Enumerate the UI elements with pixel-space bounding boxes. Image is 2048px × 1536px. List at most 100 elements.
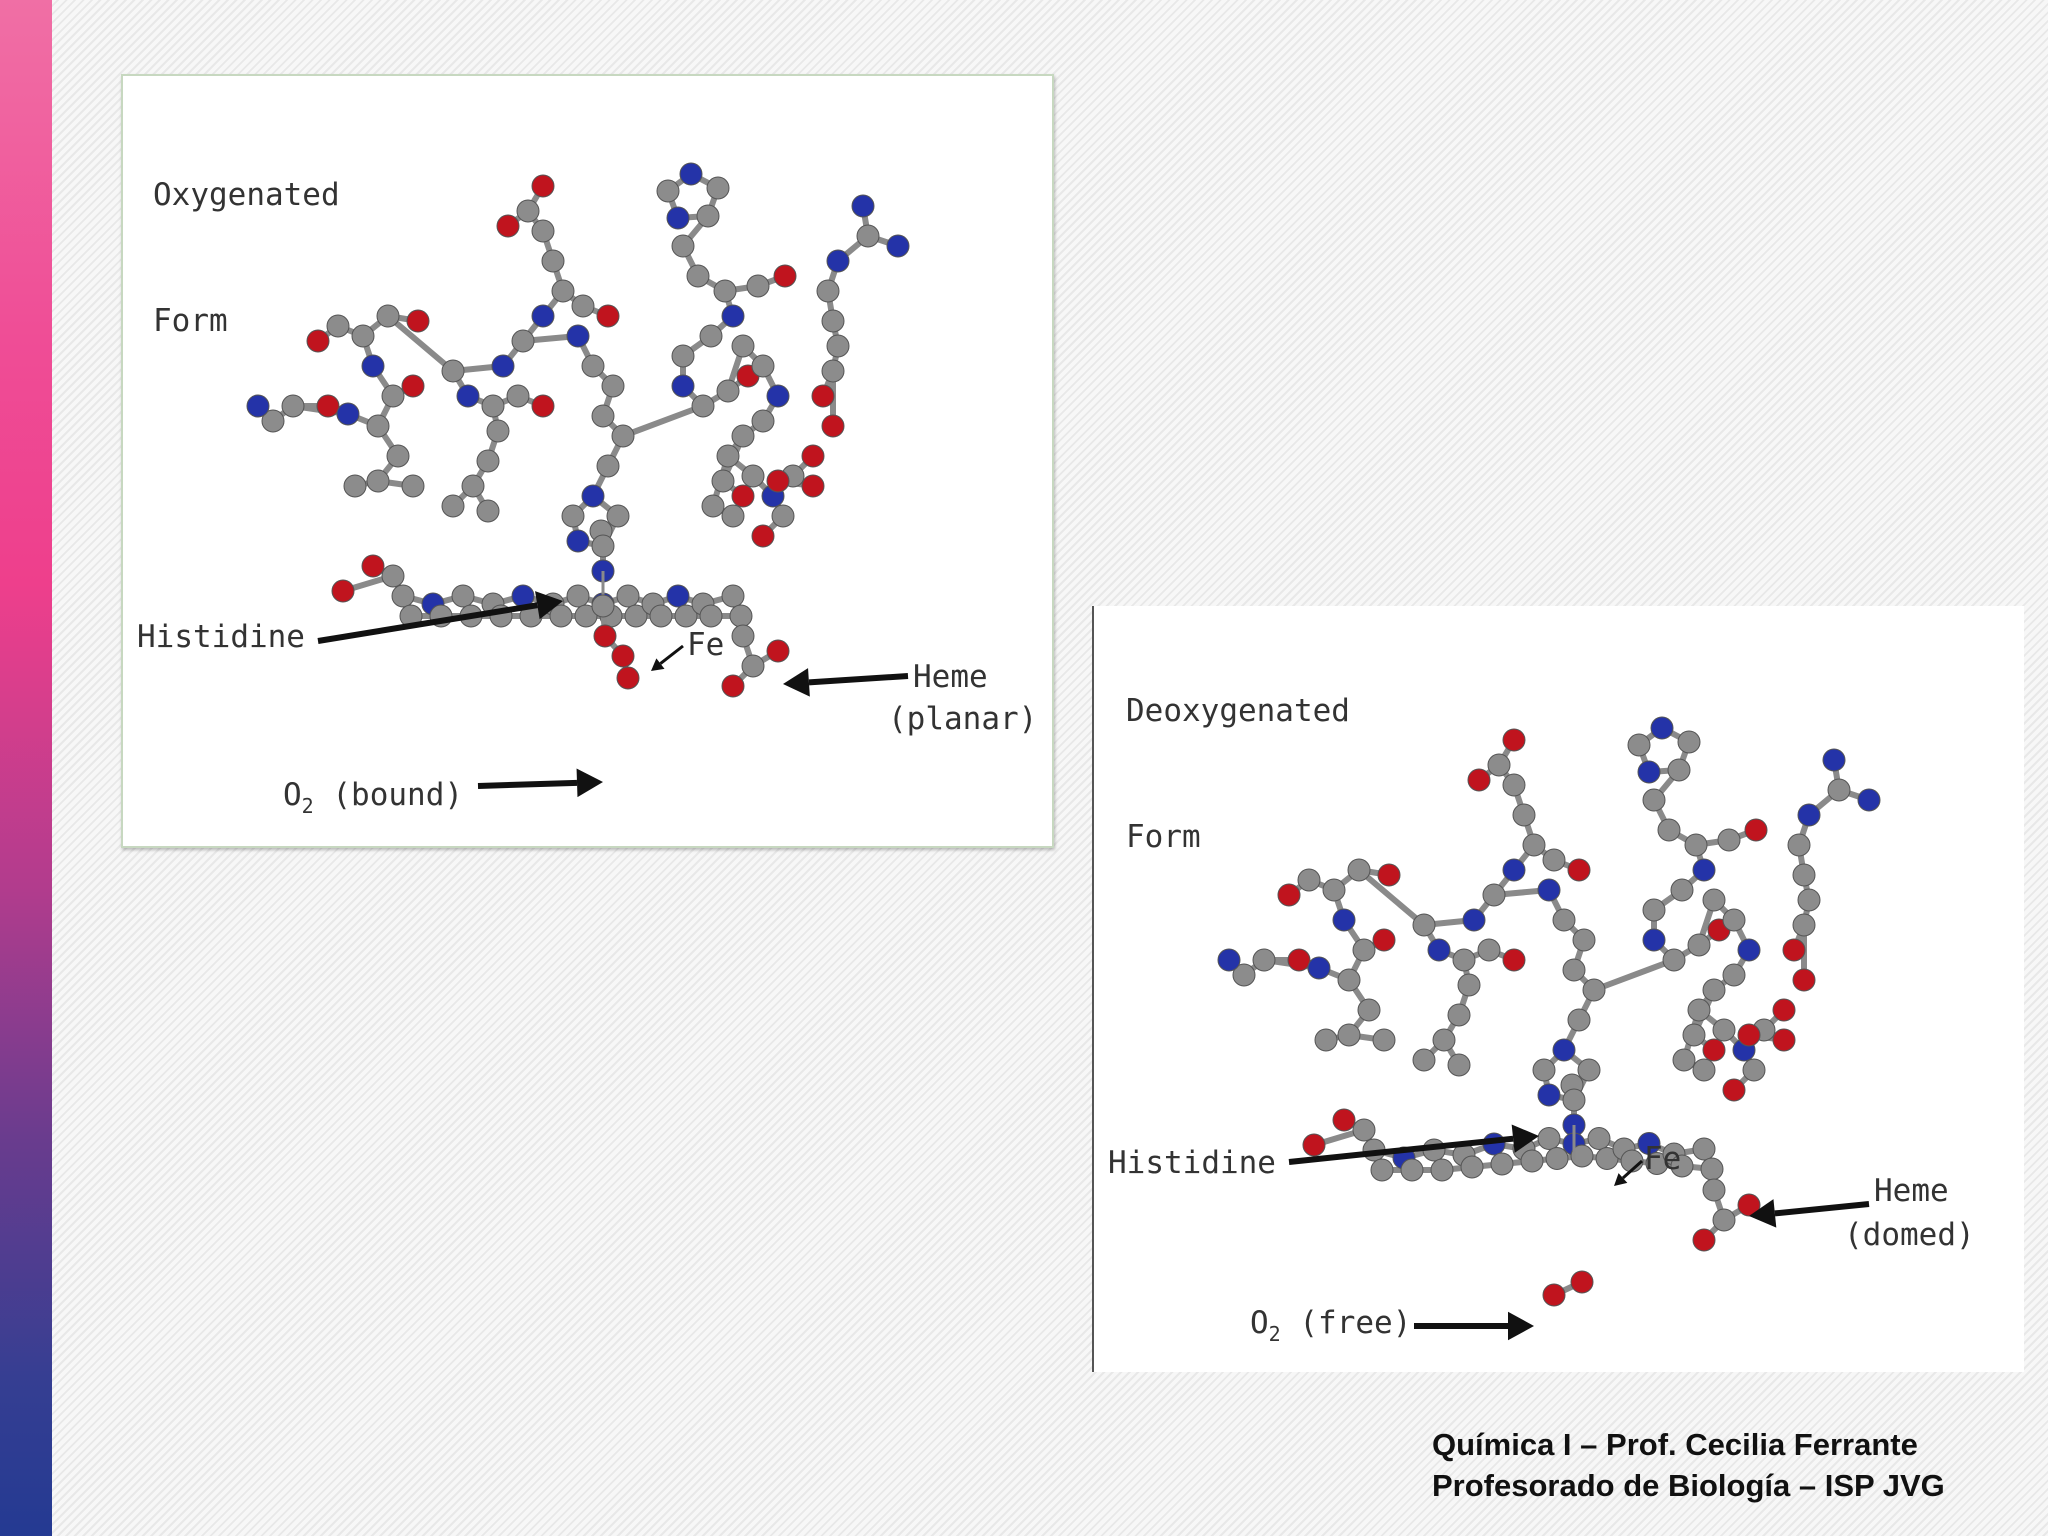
carbon-atom <box>1232 963 1256 987</box>
carbon-atom <box>1400 1158 1424 1182</box>
carbon-atom <box>1670 878 1694 902</box>
heme-arrow-head <box>783 668 810 697</box>
carbon-atom <box>1562 958 1586 982</box>
carbon-atom <box>1337 968 1361 992</box>
carbon-atom <box>596 454 620 478</box>
carbon-atom <box>671 344 695 368</box>
nitrogen-atom <box>531 304 555 328</box>
nitrogen-atom <box>666 584 690 608</box>
oxygen-atom <box>751 524 775 548</box>
carbon-atom <box>624 604 648 628</box>
fe-label: Fe <box>1644 1141 1682 1177</box>
bond <box>1356 867 1427 928</box>
carbon-atom <box>476 499 500 523</box>
oxygen-atom <box>1570 1270 1594 1294</box>
nitrogen-atom <box>1637 1132 1661 1155</box>
atom-group <box>1542 1270 1594 1307</box>
carbon-atom <box>1337 1023 1361 1047</box>
nitrogen-atom <box>671 374 695 398</box>
nitrogen-atom <box>1502 858 1526 882</box>
heme-label: Heme <box>1874 1173 1949 1209</box>
carbon-atom <box>1677 730 1701 754</box>
oxygen-atom <box>306 329 330 353</box>
heme-arrow <box>1774 1201 1870 1217</box>
oxygen-atom <box>331 579 355 603</box>
carbon-atom <box>1700 1157 1724 1181</box>
carbon-atom <box>326 314 350 338</box>
bond <box>385 313 456 374</box>
nitrogen-atom <box>1692 858 1716 882</box>
oxygen-atom <box>531 394 555 418</box>
carbon-atom <box>571 294 595 318</box>
oxygen-atom <box>1567 858 1591 882</box>
carbon-atom <box>1667 758 1691 782</box>
carbon-atom <box>1502 773 1526 797</box>
carbon-atom <box>1742 1058 1766 1082</box>
o2-arrow <box>477 779 578 789</box>
fe-label: Fe <box>687 627 725 663</box>
fe-arrow-head <box>651 658 665 671</box>
carbon-atom <box>699 604 723 628</box>
carbon-atom <box>281 394 305 418</box>
carbon-atom <box>1487 753 1511 777</box>
carbon-atom <box>541 249 565 273</box>
nitrogen-atom <box>246 394 270 418</box>
carbon-atom <box>1482 883 1506 907</box>
histidine-arrow <box>1288 1135 1514 1165</box>
carbon-atom <box>1792 863 1816 887</box>
oxygen-atom <box>1502 728 1526 752</box>
o2-arrow-head <box>1508 1311 1534 1341</box>
carbon-atom <box>1572 928 1596 952</box>
carbon-atom <box>686 264 710 288</box>
carbon-atom <box>1352 938 1376 962</box>
carbon-atom <box>1682 1023 1706 1047</box>
oxygen-atom <box>1542 1283 1566 1307</box>
nitrogen-atom <box>1637 760 1661 784</box>
carbon-atom <box>731 424 755 448</box>
carbon-atom <box>1252 948 1276 972</box>
carbon-atom <box>746 274 770 298</box>
carbon-atom <box>1717 828 1741 852</box>
carbon-atom <box>656 179 680 203</box>
carbon-atom <box>1532 1058 1556 1082</box>
carbon-atom <box>1314 1028 1338 1052</box>
carbon-atom <box>606 504 630 528</box>
oxygen-atom <box>721 674 745 698</box>
oxygen-atom <box>1772 998 1796 1022</box>
heme-arrow-head <box>1749 1199 1777 1228</box>
fe-arrow <box>659 644 684 665</box>
carbon-atom <box>731 334 755 358</box>
oxygenated-title: Oxygenated Form <box>153 177 340 339</box>
carbon-atom <box>611 424 635 448</box>
carbon-atom <box>1522 833 1546 857</box>
nitrogen-atom <box>491 354 515 378</box>
carbon-atom <box>741 464 765 488</box>
carbon-atom <box>771 504 795 528</box>
oxygen-atom <box>496 214 520 238</box>
carbon-atom <box>856 224 880 248</box>
carbon-atom <box>751 354 775 378</box>
carbon-atom <box>713 279 737 303</box>
carbon-atom <box>1552 908 1576 932</box>
carbon-atom <box>1712 1208 1736 1232</box>
carbon-atom <box>1702 1178 1726 1202</box>
deoxygenated-title: Deoxygenated Form <box>1126 693 1350 855</box>
carbon-atom <box>1545 1147 1569 1170</box>
carbon-atom <box>561 504 585 528</box>
carbon-atom <box>1787 833 1811 857</box>
nitrogen-atom <box>1822 748 1846 772</box>
deoxygenated-molecule-model <box>1217 716 1881 1341</box>
carbon-atom <box>1662 948 1686 972</box>
oxygen-atom <box>401 374 425 398</box>
nitrogen-atom <box>1462 908 1486 932</box>
oxygenated-molecule-model <box>246 162 910 798</box>
nitrogen-atom <box>361 354 385 378</box>
oxygen-atom <box>766 639 790 663</box>
carbon-atom <box>1372 1028 1396 1052</box>
carbon-atom <box>1562 1088 1586 1112</box>
heme-state-label: (domed) <box>1844 1217 1975 1253</box>
carbon-atom <box>674 604 698 628</box>
carbon-atom <box>1792 913 1816 937</box>
oxygen-atom <box>1377 863 1401 887</box>
histidine-arrow <box>317 602 538 644</box>
